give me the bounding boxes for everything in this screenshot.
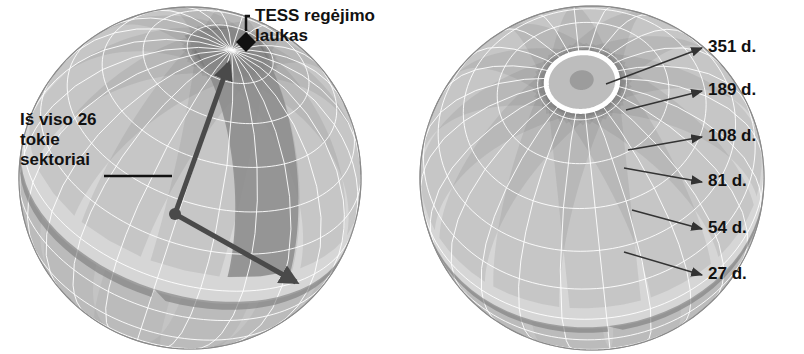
continuous-viewing-zone — [546, 53, 617, 112]
leader-line — [246, 16, 250, 31]
duration-label: 108 d. — [708, 126, 756, 146]
graticule — [421, 7, 764, 349]
label-text: 27 d. — [708, 264, 747, 283]
label-text: TESS regėjimo laukas — [255, 6, 375, 45]
pointer-arrow — [624, 168, 702, 182]
pole-spot — [570, 70, 594, 90]
duration-label: 189 d. — [708, 80, 756, 100]
label-text: Iš viso 26 tokie sektoriai — [20, 110, 97, 169]
sphere-outline — [420, 6, 764, 350]
annotations — [104, 16, 702, 282]
label-text: 81 d. — [708, 171, 747, 190]
direction-arrow — [175, 214, 296, 282]
sphere — [420, 6, 764, 350]
pole-arrow — [175, 64, 229, 214]
duration-label: 54 d. — [708, 218, 747, 238]
globe — [19, 7, 361, 349]
observation-sector — [493, 47, 628, 307]
pointer-arrow — [624, 252, 702, 275]
label-text: 351 d. — [708, 37, 756, 56]
sphere-outline — [19, 7, 361, 349]
pole-ring — [546, 53, 617, 112]
duration-label: 351 d. — [708, 37, 756, 57]
label-text: 54 d. — [708, 218, 747, 237]
pointer-arrow — [606, 48, 702, 84]
origin-dot — [169, 208, 181, 220]
pointer-arrow — [628, 137, 702, 150]
graticule — [19, 7, 361, 349]
callout-label: TESS regėjimo laukas — [255, 6, 380, 46]
duration-label: 81 d. — [708, 171, 747, 191]
label-text: 189 d. — [708, 80, 756, 99]
duration-label: 27 d. — [708, 264, 747, 284]
globe — [420, 6, 764, 350]
pointer-arrow — [632, 210, 702, 229]
leader-line — [104, 175, 172, 178]
ecliptic-band — [426, 186, 764, 333]
sphere — [19, 7, 361, 349]
field-diamond — [236, 32, 256, 52]
pointer-arrow — [626, 91, 702, 110]
callout-label: Iš viso 26 tokie sektoriai — [20, 110, 102, 170]
label-text: 108 d. — [708, 126, 756, 145]
